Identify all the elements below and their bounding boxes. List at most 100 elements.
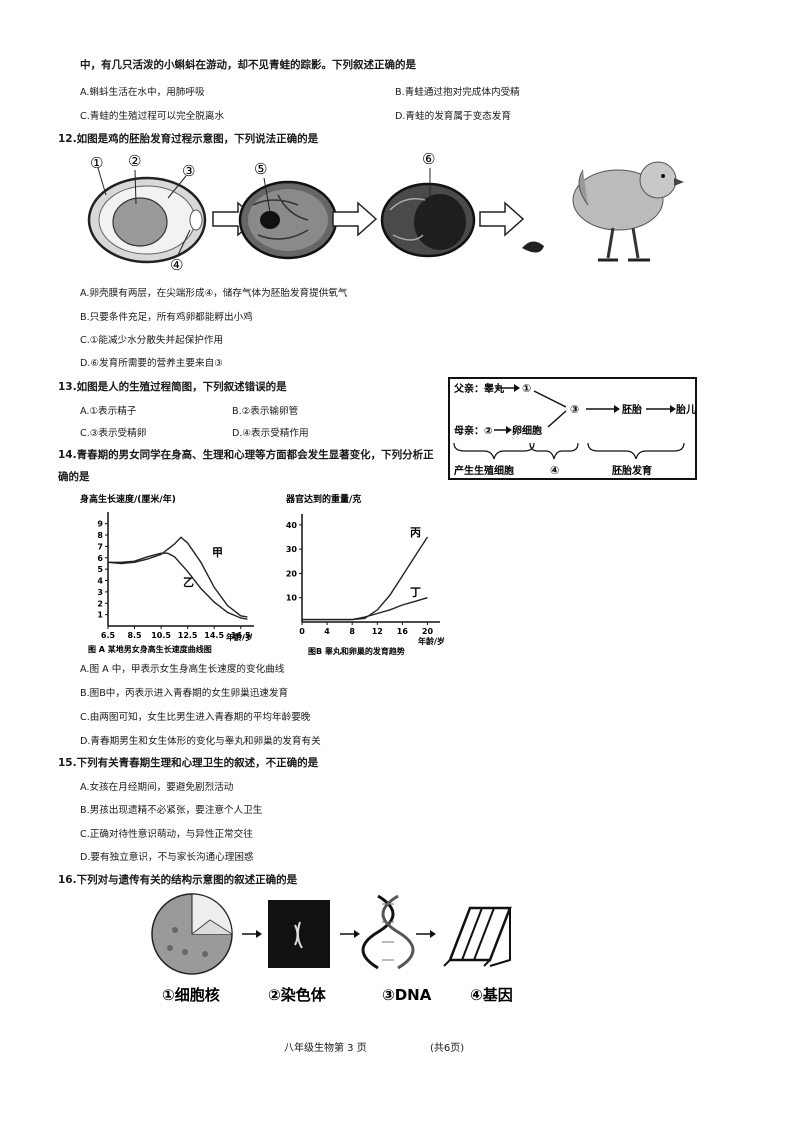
q11-option-d: D.青蛙的发育属于变态发育 [395, 111, 511, 122]
q14-option-b: B.图B中，丙表示进入青春期的女生卵巢迅速发育 [80, 688, 289, 699]
q16-stem: 16.下列对与遗传有关的结构示意图的叙述正确的是 [58, 874, 298, 886]
circle-3-label: ③ [570, 403, 579, 416]
q15-option-d: D.要有独立意识，不与家长沟通心理困惑 [80, 852, 254, 863]
arrow-icon [332, 201, 378, 237]
x-tick-label: 6.5 [101, 631, 116, 640]
x-tick-label: 12 [372, 627, 383, 636]
x-tick-label: 8 [349, 627, 355, 636]
q14-option-a: A.图 A 中，甲表示女生身高生长速度的变化曲线 [80, 664, 285, 675]
q13-stem: 13.如图是人的生殖过程简图，下列叙述错误的是 [58, 381, 287, 393]
q12-option-a: A.卵壳膜有两层，在尖端形成④，储存气体为胚胎发育提供氧气 [80, 288, 348, 299]
label-2: ② [128, 152, 141, 170]
q14-stem-line2: 确的是 [58, 471, 90, 483]
series-label-0: 甲 [212, 546, 223, 559]
fetus-label: 胎儿 [675, 403, 696, 416]
q13-option-c: C.③表示受精卵 [80, 428, 147, 439]
q13-option-a: A.①表示精子 [80, 406, 137, 417]
y-tick-label: 20 [286, 569, 298, 578]
chart-a: 身高生长速度/(厘米/年) 6.5 8.5 10.5 12.5 14.5 16.5 1 2 3 4… [80, 493, 254, 654]
q13-option-b: B.②表示输卵管 [232, 406, 299, 417]
y-tick-label: 40 [286, 521, 298, 530]
egg-stage-2 [238, 177, 338, 260]
y-tick-label: 8 [97, 531, 103, 540]
series-line-1 [108, 552, 248, 620]
caption-gene: ④基因 [470, 986, 513, 1004]
egg-stage-3 [380, 168, 476, 258]
q13-option-d: D.④表示受精作用 [232, 428, 309, 439]
reproduction-flow-diagram: 父亲：睾丸 ① 母亲：② 卵细胞 ③ 胚胎 胎儿 产生生殖细胞 ④ 胚胎发育 [448, 377, 697, 480]
q14-option-c: C.由两图可知，女生比男生进入青春期的平均年龄要晚 [80, 712, 311, 723]
x-tick-label: 16 [397, 627, 409, 636]
q12-option-c: C.①能减少水分散失并起保护作用 [80, 335, 224, 346]
nucleus-illustration [151, 893, 233, 975]
footer-total-pages: (共6页) [430, 1043, 465, 1054]
chart-a-ylabel: 身高生长速度/(厘米/年) [80, 493, 176, 505]
y-tick-label: 6 [97, 554, 103, 563]
series-line-1 [302, 597, 428, 621]
chart-b-xlabel: 年龄/岁 [418, 636, 445, 646]
caption-chromosome: ②染色体 [268, 986, 327, 1004]
x-tick-label: 8.5 [127, 631, 142, 640]
x-tick-label: 10.5 [151, 631, 171, 640]
y-tick-label: 4 [97, 577, 103, 586]
q12-stem: 12.如图是鸡的胚胎发育过程示意图，下列说法正确的是 [58, 133, 319, 145]
chart-b: 器官达到的重量/克 0 4 8 12 16 20 10 20 30 40 丙丁 年龄/岁 图B 睾丸… [285, 493, 445, 656]
y-tick-label: 9 [97, 520, 103, 529]
chart-a-title: 图 A 某地男女身高生长速度曲线图 [88, 644, 212, 654]
q15-option-a: A.女孩在月经期间，要避免剧烈活动 [80, 782, 234, 793]
label-1: ① [90, 154, 103, 172]
x-tick-label: 14.5 [204, 631, 224, 640]
series-line-0 [107, 536, 248, 618]
q11-option-b: B.青蛙通过抱对完成体内受精 [395, 87, 520, 98]
q15-stem: 15.下列有关青春期生理和心理卫生的叙述，不正确的是 [58, 757, 319, 769]
egg-cell-label: 卵细胞 [512, 424, 542, 437]
q11-option-a: A.蝌蚪生活在水中，用肺呼吸 [80, 87, 205, 98]
series-line-0 [302, 536, 429, 621]
y-tick-label: 30 [286, 545, 298, 554]
label-6: ⑥ [422, 150, 435, 168]
q14-option-d: D.青春期男生和女生体形的变化与睾丸和卵巢的发育有关 [80, 736, 321, 747]
q15-option-c: C.正确对待性意识萌动，与异性正常交往 [80, 829, 253, 840]
q12-option-b: B.只要条件充足，所有鸡卵都能孵出小鸡 [80, 312, 253, 323]
gene-illustration [443, 906, 512, 967]
q11-stem: 中，有几只活泼的小蝌蚪在游动，却不见青蛙的踪影。下列叙述正确的是 [80, 59, 416, 71]
father-label: 父亲：睾丸 [453, 382, 505, 395]
y-tick-label: 1 [97, 611, 103, 620]
caption-dna: ③DNA [382, 986, 432, 1004]
label-3: ③ [182, 162, 195, 180]
x-tick-label: 16.5 [231, 631, 251, 640]
label-4: ④ [170, 256, 183, 274]
q11-option-c: C.青蛙的生殖过程可以完全脱离水 [80, 111, 225, 122]
chick-illustration [522, 161, 684, 262]
y-tick-label: 3 [97, 588, 103, 597]
x-tick-label: 4 [324, 627, 330, 636]
egg-stage-1 [87, 167, 207, 264]
y-tick-label: 2 [97, 599, 103, 608]
series-label-1: 丁 [410, 586, 421, 599]
series-label-0: 丙 [410, 526, 421, 539]
produce-cells-label: 产生生殖细胞 [454, 464, 514, 477]
dna-illustration [361, 894, 415, 970]
caption-nucleus: ①细胞核 [162, 986, 220, 1004]
arrow-icon [479, 201, 525, 237]
circle-1-label: ① [522, 382, 531, 395]
x-tick-label: 0 [299, 627, 305, 636]
y-tick-label: 10 [286, 594, 298, 603]
y-tick-label: 5 [97, 565, 103, 574]
mother-label: 母亲：② [454, 424, 492, 437]
x-tick-label: 12.5 [178, 631, 198, 640]
q12-option-d: D.⑥发育所需要的营养主要来自③ [80, 358, 223, 369]
chart-b-ylabel: 器官达到的重量/克 [285, 493, 361, 505]
embryo-label: 胚胎 [622, 403, 642, 416]
chart-b-title: 图B 睾丸和卵巢的发育趋势 [308, 646, 405, 656]
footer-page-label: 八年级生物第 3 页 [284, 1043, 367, 1054]
chart-a-xlabel: 年龄/岁 [226, 632, 253, 642]
x-tick-label: 20 [422, 627, 434, 636]
y-tick-label: 7 [97, 542, 103, 551]
circle-4-label: ④ [550, 464, 559, 477]
egg-development-figure: ① ② ③ ④ ⑤ ⑥ [87, 150, 684, 274]
label-5: ⑤ [254, 160, 267, 178]
series-label-1: 乙 [183, 576, 194, 589]
q14-stem-line1: 14.青春期的男女同学在身高、生理和心理等方面都会发生显著变化，下列分析正 [58, 449, 434, 461]
chromosome-illustration [268, 900, 330, 968]
